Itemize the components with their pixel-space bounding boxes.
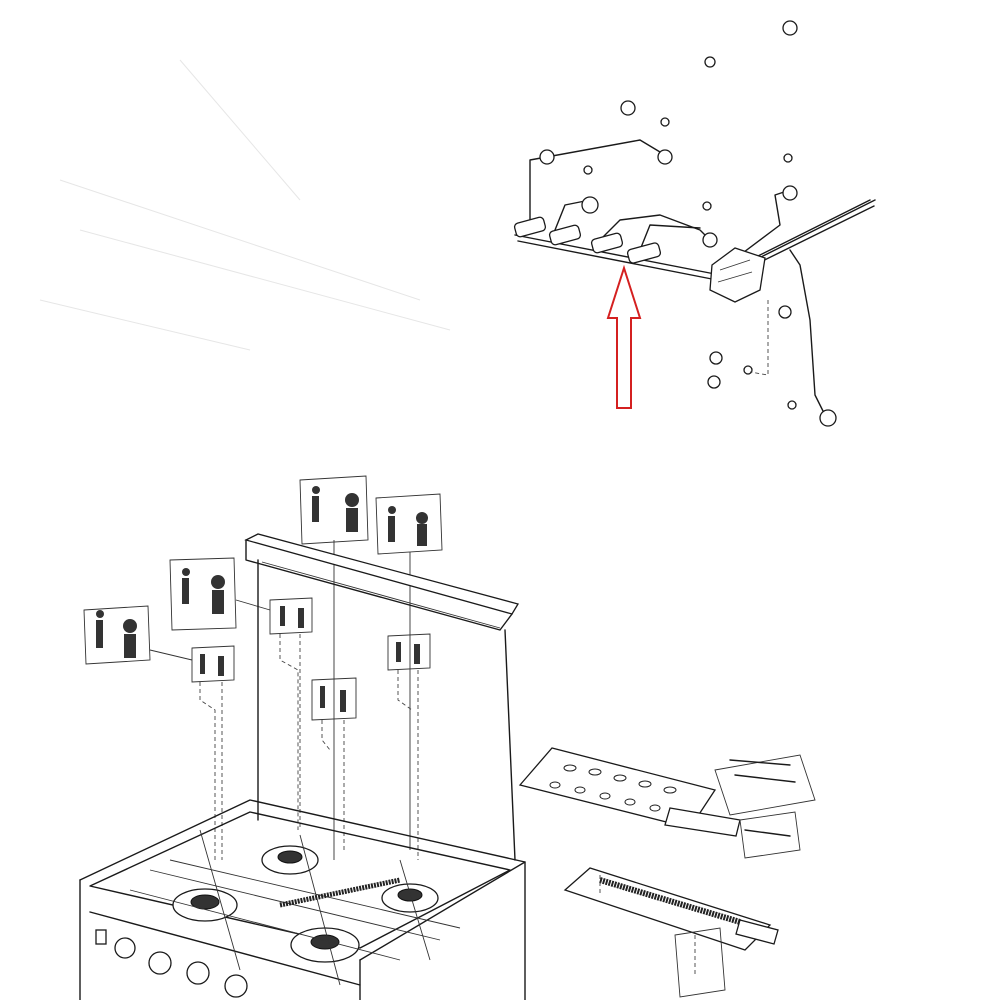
injector-2	[548, 224, 582, 246]
injector-3	[590, 232, 624, 254]
burner-rear-right	[261, 845, 319, 875]
burner-front-right	[381, 883, 439, 913]
injector-4	[626, 242, 662, 264]
cooker-body	[79, 533, 526, 1000]
gas-manifold-assembly	[513, 20, 876, 427]
control-knobs	[95, 929, 248, 998]
burner-part-callouts	[83, 475, 443, 860]
grill-burner-assembly	[518, 747, 816, 998]
burner-rear-left	[172, 888, 238, 922]
gas-valve	[709, 247, 766, 303]
burner-front-left	[290, 927, 360, 963]
nuts	[539, 20, 837, 427]
highlight-arrow-up-icon	[606, 264, 642, 409]
faint-background-lines	[39, 59, 451, 351]
injector-1	[513, 216, 547, 238]
